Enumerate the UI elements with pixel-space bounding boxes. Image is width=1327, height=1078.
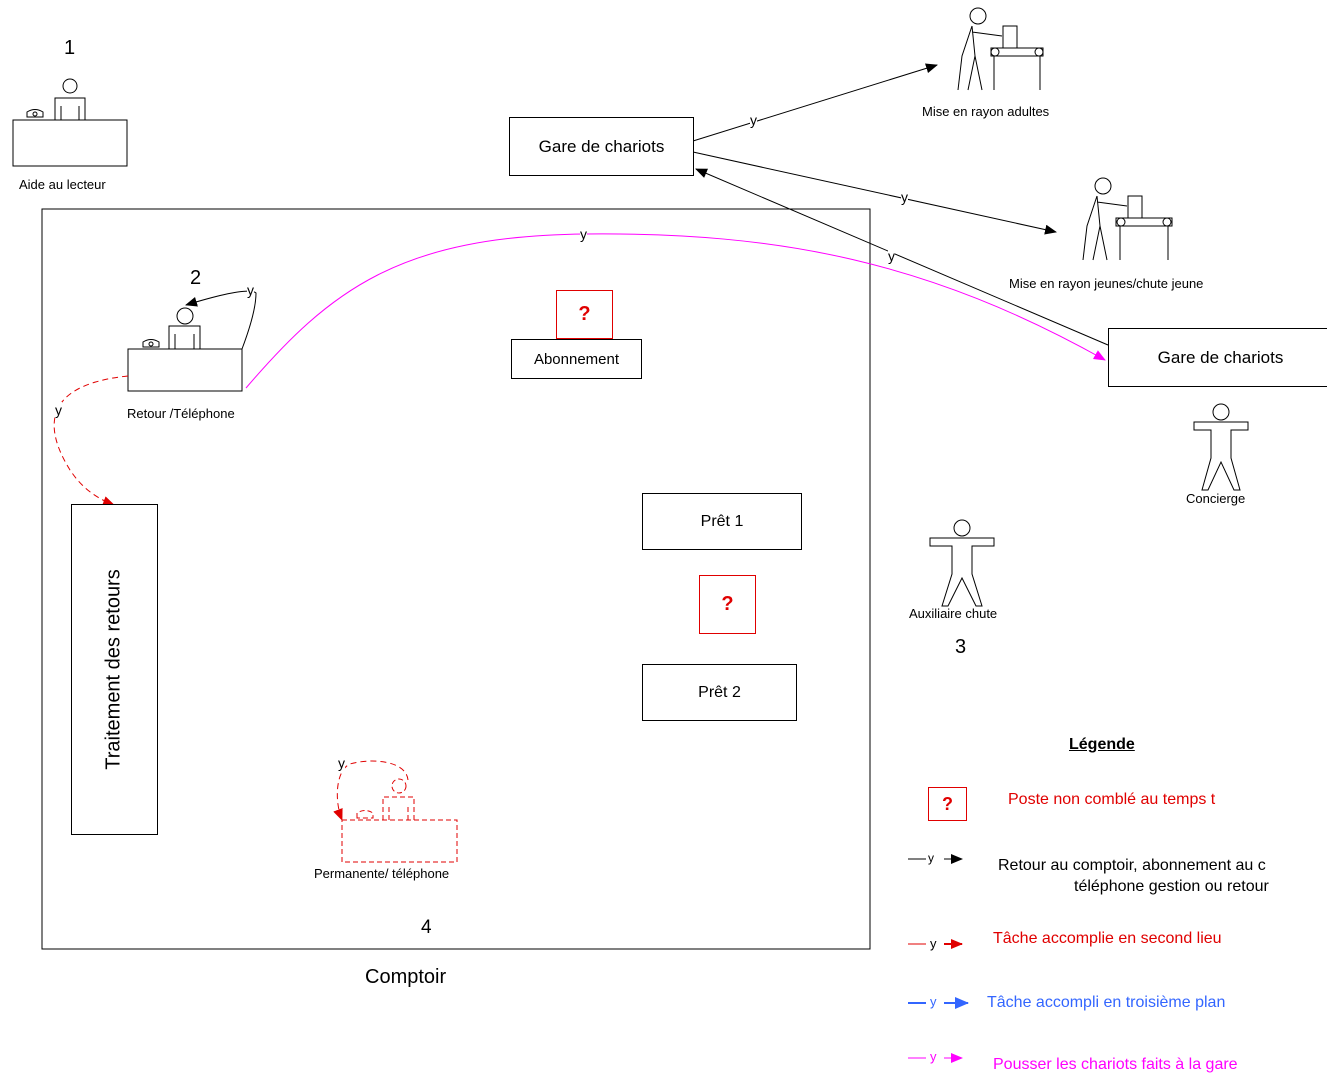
legend-question-mark: ? bbox=[942, 793, 953, 814]
label-retour: Retour /Téléphone bbox=[127, 406, 235, 421]
arrow-label: y bbox=[580, 226, 587, 242]
arrow-label: y bbox=[888, 248, 895, 264]
label-rayon-adultes: Mise en rayon adultes bbox=[922, 104, 1050, 119]
desk-person-icon bbox=[12, 78, 128, 167]
abonnement-box: Abonnement bbox=[511, 339, 642, 379]
arrow-to-gare-right bbox=[245, 233, 1106, 389]
station-number-1: 1 bbox=[64, 37, 76, 59]
label-rayon-jeunes: Mise en rayon jeunes/chute jeune bbox=[1009, 276, 1204, 291]
comptoir-area bbox=[41, 208, 871, 950]
legend-y-black: y bbox=[928, 851, 934, 865]
question-mark: ? bbox=[578, 303, 591, 325]
pret2-label: Prêt 2 bbox=[698, 683, 741, 701]
legend-y-red: y bbox=[930, 936, 937, 951]
arrow-label: y bbox=[750, 112, 757, 128]
legend-unfilled-text: Poste non comblé au temps t bbox=[1008, 791, 1216, 808]
desk-person-icon bbox=[127, 307, 243, 392]
label-auxiliaire: Auxiliaire chute bbox=[909, 606, 998, 621]
desk-person-dashed-icon bbox=[341, 778, 458, 863]
legend-unfilled-marker: ? bbox=[928, 787, 967, 821]
arrow-label: y bbox=[55, 402, 62, 418]
label-aide: Aide au lecteur bbox=[19, 177, 106, 192]
pret2-box: Prêt 2 bbox=[642, 664, 797, 721]
legend-magenta-text: Pousser les chariots faits à la gare bbox=[993, 1056, 1238, 1073]
arrow-to-traitement bbox=[53, 375, 129, 506]
arrow-loop-permanente bbox=[333, 760, 409, 821]
arrow-to-gare-top bbox=[695, 168, 1109, 346]
arrow-to-rayon-jeunes bbox=[692, 151, 1057, 235]
arrow-label: y bbox=[338, 755, 345, 771]
legend-title: Légende bbox=[1069, 736, 1135, 753]
arrow-label: y bbox=[901, 189, 908, 205]
arrow-to-rayon-adultes bbox=[692, 63, 938, 142]
gare-top-label: Gare de chariots bbox=[538, 136, 665, 156]
question-mark: ? bbox=[721, 593, 734, 615]
traitement-retours-box: Traitement des retours bbox=[71, 504, 158, 835]
cart-worker-icon bbox=[957, 7, 1044, 91]
arrow-label: y bbox=[247, 282, 254, 298]
arrow-loop-retour bbox=[185, 290, 257, 350]
label-concierge: Concierge bbox=[1186, 491, 1246, 506]
legend-black-text-1: Retour au comptoir, abonnement au c bbox=[998, 857, 1266, 874]
gare-chariots-top: Gare de chariots bbox=[509, 117, 694, 176]
gare-right-label: Gare de chariots bbox=[1157, 347, 1284, 367]
station-number-4: 4 bbox=[421, 917, 432, 938]
label-permanente: Permanente/ téléphone bbox=[314, 866, 450, 881]
person-standing-icon bbox=[1193, 403, 1249, 491]
abonnement-label: Abonnement bbox=[533, 350, 620, 368]
label-comptoir: Comptoir bbox=[365, 966, 447, 988]
legend-blue-text: Tâche accompli en troisième plan bbox=[987, 994, 1226, 1011]
station-number-3: 3 bbox=[955, 636, 967, 658]
unfilled-post-marker: ? bbox=[556, 290, 613, 339]
pret1-label: Prêt 1 bbox=[700, 512, 744, 530]
legend-y-blue: y bbox=[930, 994, 937, 1009]
legend-black-text-2: téléphone gestion ou retour bbox=[1074, 878, 1269, 895]
person-standing-icon bbox=[929, 519, 995, 607]
legend-red-text: Tâche accomplie en second lieu bbox=[993, 930, 1222, 947]
pret1-box: Prêt 1 bbox=[642, 493, 802, 550]
legend-y-magenta: y bbox=[930, 1049, 937, 1064]
gare-chariots-right: Gare de chariots bbox=[1108, 328, 1327, 387]
unfilled-post-marker: ? bbox=[699, 575, 756, 634]
traitement-label: Traitement des retours bbox=[103, 569, 126, 770]
cart-worker-icon bbox=[1082, 177, 1173, 261]
station-number-2: 2 bbox=[190, 267, 202, 289]
